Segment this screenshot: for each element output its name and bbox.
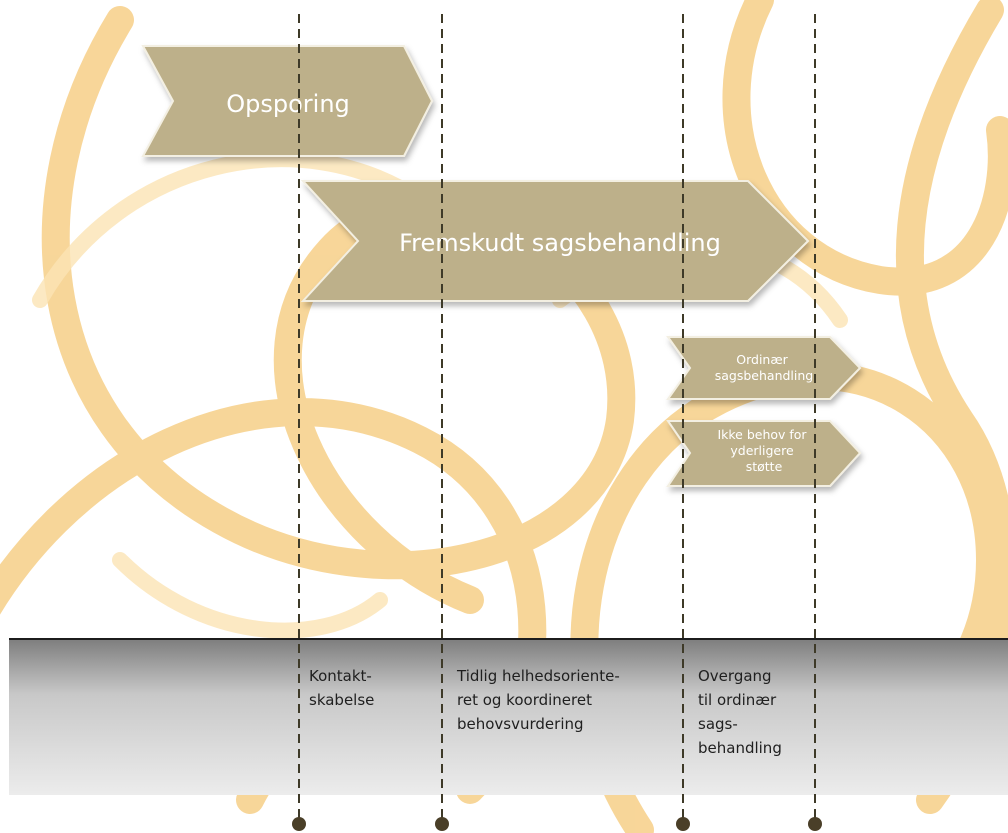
- chevron-ordinaer-line-2: sagsbehandling: [715, 368, 814, 383]
- chevron-ikke-behov-line-3: støtte: [746, 459, 783, 474]
- chevron-ikke-behov-line-2: yderligere: [730, 443, 794, 458]
- chevron-fremskudt-label: Fremskudt sagsbehandling: [399, 229, 721, 257]
- chevron-ikke-behov: Ikke behov for yderligere støtte: [666, 420, 862, 487]
- phase-label-tidlig-behovsvurdering: Tidlig helhedsoriente- ret og koordinere…: [457, 667, 620, 733]
- phase-label-kontaktskabelse: Kontakt- skabelse: [309, 667, 375, 709]
- chevron-ikke-behov-label: Ikke behov for yderligere støtte: [717, 427, 810, 474]
- phase-band: [9, 638, 1008, 795]
- chevron-opsporing: Opsporing: [141, 45, 434, 157]
- chevron-ordinaer-sagsbehandling: Ordinær sagsbehandling: [666, 336, 862, 400]
- chevron-ordinaer-label: Ordinær sagsbehandling: [715, 352, 814, 383]
- chevron-fremskudt-sagsbehandling: Fremskudt sagsbehandling: [300, 180, 810, 302]
- phase-label-overgang: Overgang til ordinær sags- behandling: [698, 667, 782, 757]
- chevron-ordinaer-line-1: Ordinær: [736, 352, 788, 367]
- chevron-ikke-behov-line-1: Ikke behov for: [717, 427, 807, 442]
- chevron-opsporing-label: Opsporing: [226, 90, 350, 118]
